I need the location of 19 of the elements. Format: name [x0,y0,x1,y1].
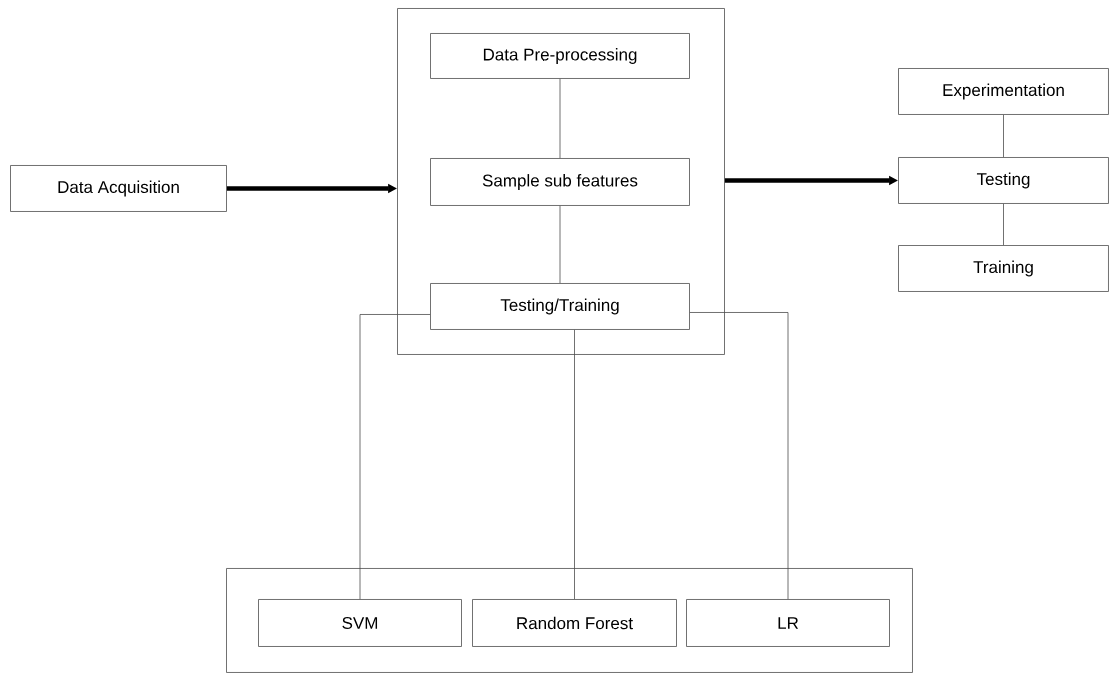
connector-line [1003,203,1004,246]
container-box [397,8,725,355]
process-box: Experimentation [898,68,1109,115]
process-box: Testing [898,157,1109,204]
connector-line [689,312,789,600]
process-box: Random Forest [472,599,677,647]
connector-line [359,314,431,600]
connector-line [1003,114,1004,158]
container-box [226,568,913,673]
process-box: Testing/Training [430,283,690,330]
process-box: Data Pre-processing [430,33,690,79]
connector-line [559,78,561,159]
connector-line [574,329,575,600]
process-box: Sample sub features [430,158,690,206]
process-box: Training [898,245,1109,292]
process-box: Data Acquisition [10,165,227,212]
process-box: SVM [258,599,462,647]
process-box: LR [686,599,890,647]
connector-line [559,205,561,284]
